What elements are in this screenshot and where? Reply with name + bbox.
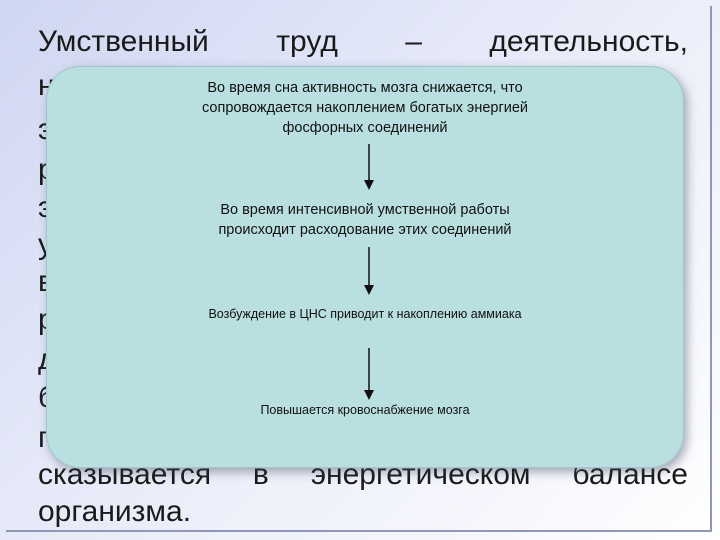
flow-step-line: Во время сна активность мозга снижается,… — [207, 80, 523, 96]
flow-step-line: Во время интенсивной умственной работы — [220, 202, 510, 218]
flow-arrow-down-icon — [364, 247, 374, 295]
flow-step-line: Возбуждение в ЦНС приводит к накоплению … — [208, 307, 522, 321]
flow-arrow-down-icon — [364, 144, 374, 190]
flow-arrow-down-icon — [364, 348, 374, 400]
flow-step-sleep: Во время сна активность мозга снижается,… — [46, 78, 684, 138]
flow-step-cns-excitation: Возбуждение в ЦНС приводит к накоплению … — [46, 304, 684, 324]
flow-step-mental-work: Во время интенсивной умственной работы п… — [46, 200, 684, 240]
flow-step-line: происходит расходование этих соединений — [218, 222, 512, 238]
flow-step-line: Повышается кровоснабжение мозга — [260, 403, 470, 417]
flow-diagram-box: Во время сна активность мозга снижается,… — [46, 66, 684, 468]
background-text-line: организма. — [38, 495, 192, 528]
flow-step-line: фосфорных соединений — [282, 120, 448, 136]
background-text-line: Умственный труд – деятельность, — [38, 25, 688, 58]
slide-frame — [6, 6, 712, 532]
flow-step-blood-supply: Повышается кровоснабжение мозга — [46, 400, 684, 420]
flow-step-line: сопровождается накоплением богатых энерг… — [201, 100, 529, 116]
